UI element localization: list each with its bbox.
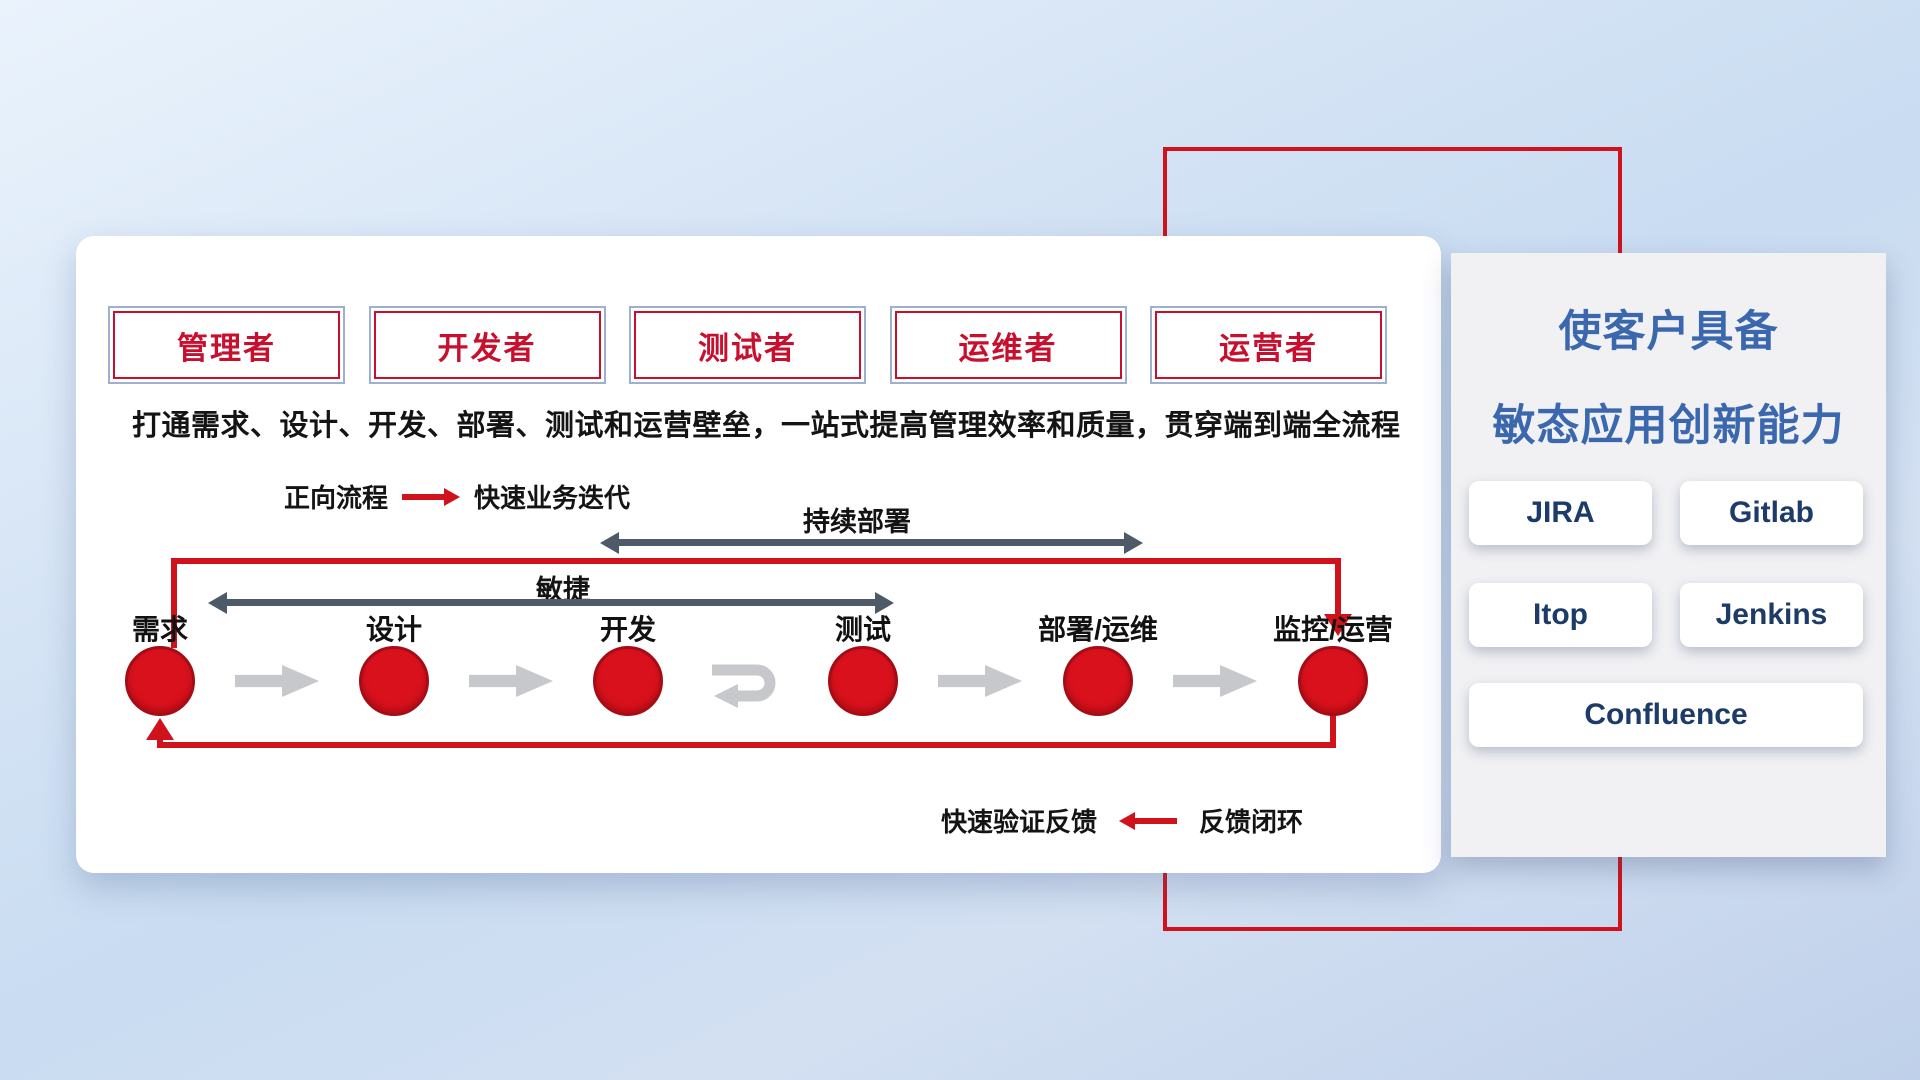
role-label-ops: 运维者 <box>958 330 1058 366</box>
arrow-head-left <box>600 532 619 554</box>
devops-pipeline-panel: 管理者 开发者 测试者 运维者 运营者 打通需求、设计、开发、部署、测试和运营壁… <box>76 236 1441 873</box>
feedback-loop-line <box>160 742 1336 748</box>
role-box-manager: 管理者 <box>108 306 345 384</box>
flow-arrow-icon <box>469 665 553 697</box>
arrow-head <box>1119 811 1136 830</box>
continuous-deploy-arrow-icon <box>600 532 1143 554</box>
arrow-head-left <box>208 592 227 614</box>
legend-feedback-label: 快速验证反馈 <box>941 807 1098 837</box>
legend-forward-value: 快速业务迭代 <box>474 483 631 513</box>
role-label-operator: 运营者 <box>1219 330 1318 366</box>
step-node-design <box>359 646 429 716</box>
step-node-develop <box>593 646 663 716</box>
flow-arrow-icon <box>938 665 1022 697</box>
role-label-developer: 开发者 <box>437 330 537 366</box>
role-label-tester: 测试者 <box>698 330 797 366</box>
roles-row: 管理者 开发者 测试者 运维者 运营者 <box>108 306 1387 384</box>
forward-loop-arrowhead-icon <box>1324 614 1352 636</box>
step-node-test <box>828 646 898 716</box>
capability-title-line2: 敏态应用创新能力 <box>1492 402 1845 450</box>
arrow-head-right <box>1124 532 1143 554</box>
tool-card-gitlab: Gitlab <box>1680 481 1863 545</box>
forward-loop-line <box>171 558 1341 564</box>
capability-panel: 使客户具备 敏态应用创新能力 JIRA Gitlab Itop Jenkins … <box>1451 253 1886 857</box>
feedback-loop-line-right <box>1330 714 1336 748</box>
role-box-operator: 运营者 <box>1150 306 1387 384</box>
legend-feedback: 快速验证反馈 反馈闭环 <box>941 802 1303 839</box>
arrow-bar <box>1132 817 1178 824</box>
feedback-loop-arrowhead-icon <box>146 718 174 740</box>
flow-arrow-icon <box>235 665 319 697</box>
arrow-bar <box>402 493 448 500</box>
continuous-deploy-label: 持续部署 <box>803 507 911 537</box>
legend-forward-label: 正向流程 <box>284 483 389 513</box>
role-label-manager: 管理者 <box>177 330 276 366</box>
forward-loop-line-right <box>1335 558 1341 616</box>
step-node-monitor-ops <box>1298 646 1368 716</box>
capability-title-line1: 使客户具备 <box>1558 308 1779 356</box>
role-box-developer: 开发者 <box>368 306 606 384</box>
legend-feedback-value: 反馈闭环 <box>1199 807 1304 837</box>
tool-card-jenkins: Jenkins <box>1680 583 1863 647</box>
feedback-loop-line-left <box>157 736 163 748</box>
arrow-head <box>444 487 461 506</box>
legend-forward: 正向流程 快速业务迭代 <box>284 478 630 515</box>
role-box-tester: 测试者 <box>629 306 866 384</box>
arrow-bar <box>224 599 878 606</box>
forward-arrow-icon <box>402 487 461 506</box>
agile-arrow-icon <box>208 592 894 614</box>
step-label-develop: 开发 <box>599 614 656 645</box>
pipeline-description: 打通需求、设计、开发、部署、测试和运营壁垒，一站式提高管理效率和质量，贯穿端到端… <box>132 410 1401 442</box>
iterate-loop-icon <box>712 664 776 708</box>
step-label-deploy-ops: 部署/运维 <box>1038 614 1158 645</box>
tool-card-confluence: Confluence <box>1469 683 1863 747</box>
arrow-bar <box>616 539 1127 546</box>
forward-loop-line-left <box>171 558 177 648</box>
tool-card-jira: JIRA <box>1469 481 1652 545</box>
role-box-ops: 运维者 <box>889 306 1127 384</box>
feedback-arrow-icon <box>1119 811 1178 830</box>
arrow-head-right <box>875 592 894 614</box>
flow-arrow-icon <box>1173 665 1257 697</box>
step-label-design: 设计 <box>365 614 422 645</box>
tool-card-itop: Itop <box>1469 583 1652 647</box>
step-node-requirements <box>125 646 195 716</box>
step-label-test: 测试 <box>834 614 891 645</box>
step-label-requirements: 需求 <box>131 614 188 645</box>
step-label-monitor-ops: 监控/运营 <box>1273 614 1393 645</box>
step-node-deploy-ops <box>1063 646 1133 716</box>
